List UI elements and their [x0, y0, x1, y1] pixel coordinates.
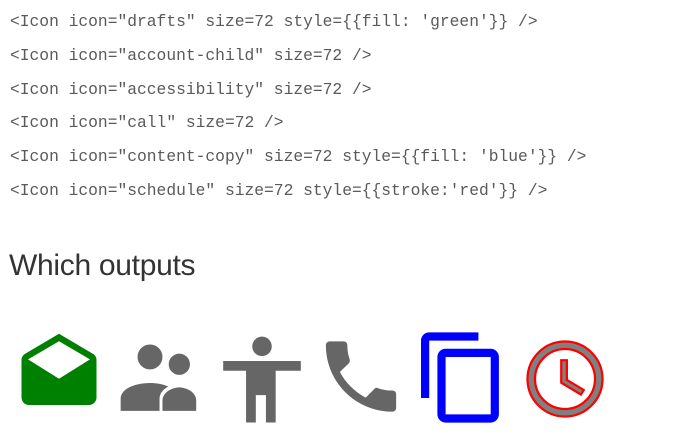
account-child-icon — [117, 340, 205, 412]
accessibility-icon — [222, 334, 302, 424]
icon-output-row — [0, 322, 700, 432]
code-line-accessibility: <Icon icon="accessibility" size=72 /> — [10, 79, 372, 99]
code-line-account-child: <Icon icon="account-child" size=72 /> — [10, 45, 372, 65]
call-icon — [320, 339, 402, 414]
code-example: <Icon icon="drafts" size=72 style={{fill… — [10, 9, 586, 212]
drafts-icon — [14, 330, 104, 414]
section-heading: Which outputs — [9, 249, 196, 282]
content-copy-icon — [421, 330, 503, 425]
code-line-drafts: <Icon icon="drafts" size=72 style={{fill… — [10, 12, 538, 31]
schedule-icon — [520, 334, 610, 424]
code-line-schedule: <Icon icon="schedule" size=72 style={{st… — [10, 180, 548, 200]
code-line-content-copy: <Icon icon="content-copy" size=72 style=… — [10, 147, 587, 167]
code-line-call: <Icon icon="call" size=72 /> — [10, 113, 284, 133]
